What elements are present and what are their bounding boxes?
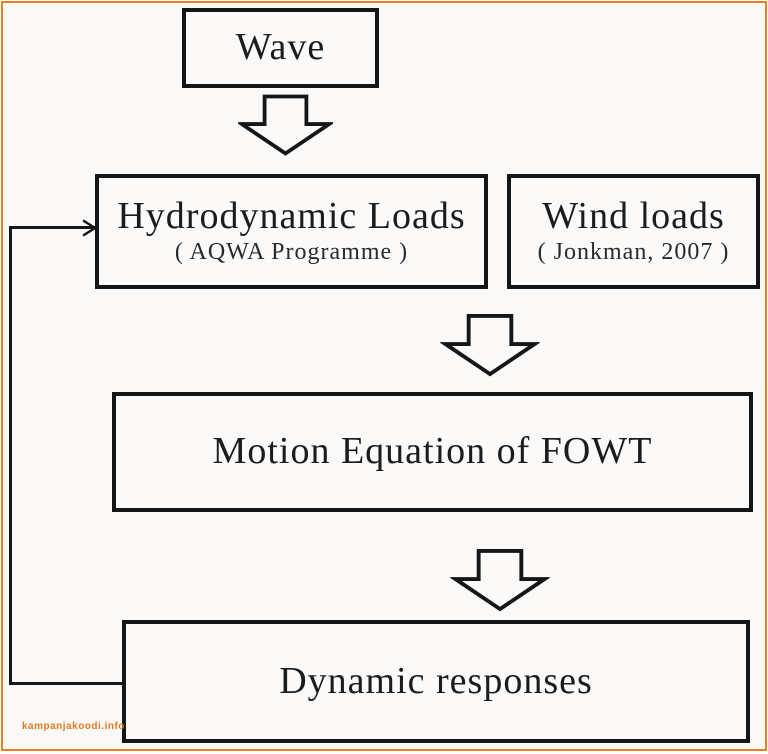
- block-arrow-down-icon: [440, 313, 540, 377]
- wind-loads-sublabel: ( Jonkman, 2007 ): [537, 239, 730, 265]
- feedback-line-top-segment: [9, 226, 95, 229]
- flow-node-motion-equation: Motion Equation of FOWT: [112, 392, 753, 512]
- feedback-arrowhead-icon: [82, 219, 97, 237]
- flow-node-dynamic-responses: Dynamic responses: [122, 620, 750, 743]
- feedback-line-bottom-segment: [9, 682, 122, 685]
- block-arrow-down-icon: [450, 548, 550, 612]
- flow-node-wind-loads: Wind loads ( Jonkman, 2007 ): [507, 174, 760, 289]
- watermark-text: kampanjakoodi.info: [22, 721, 125, 732]
- dynamic-responses-label: Dynamic responses: [279, 659, 593, 702]
- block-arrow-down-icon: [238, 94, 333, 156]
- wave-label: Wave: [235, 26, 326, 69]
- hydrodynamic-loads-label: Hydrodynamic Loads: [117, 195, 466, 238]
- wind-loads-label: Wind loads: [542, 195, 725, 238]
- motion-equation-label: Motion Equation of FOWT: [212, 430, 653, 473]
- flow-node-wave: Wave: [182, 8, 379, 88]
- flow-node-hydrodynamic-loads: Hydrodynamic Loads ( AQWA Programme ): [95, 174, 488, 289]
- hydrodynamic-loads-sublabel: ( AQWA Programme ): [174, 239, 409, 265]
- feedback-line-vertical-segment: [9, 226, 12, 685]
